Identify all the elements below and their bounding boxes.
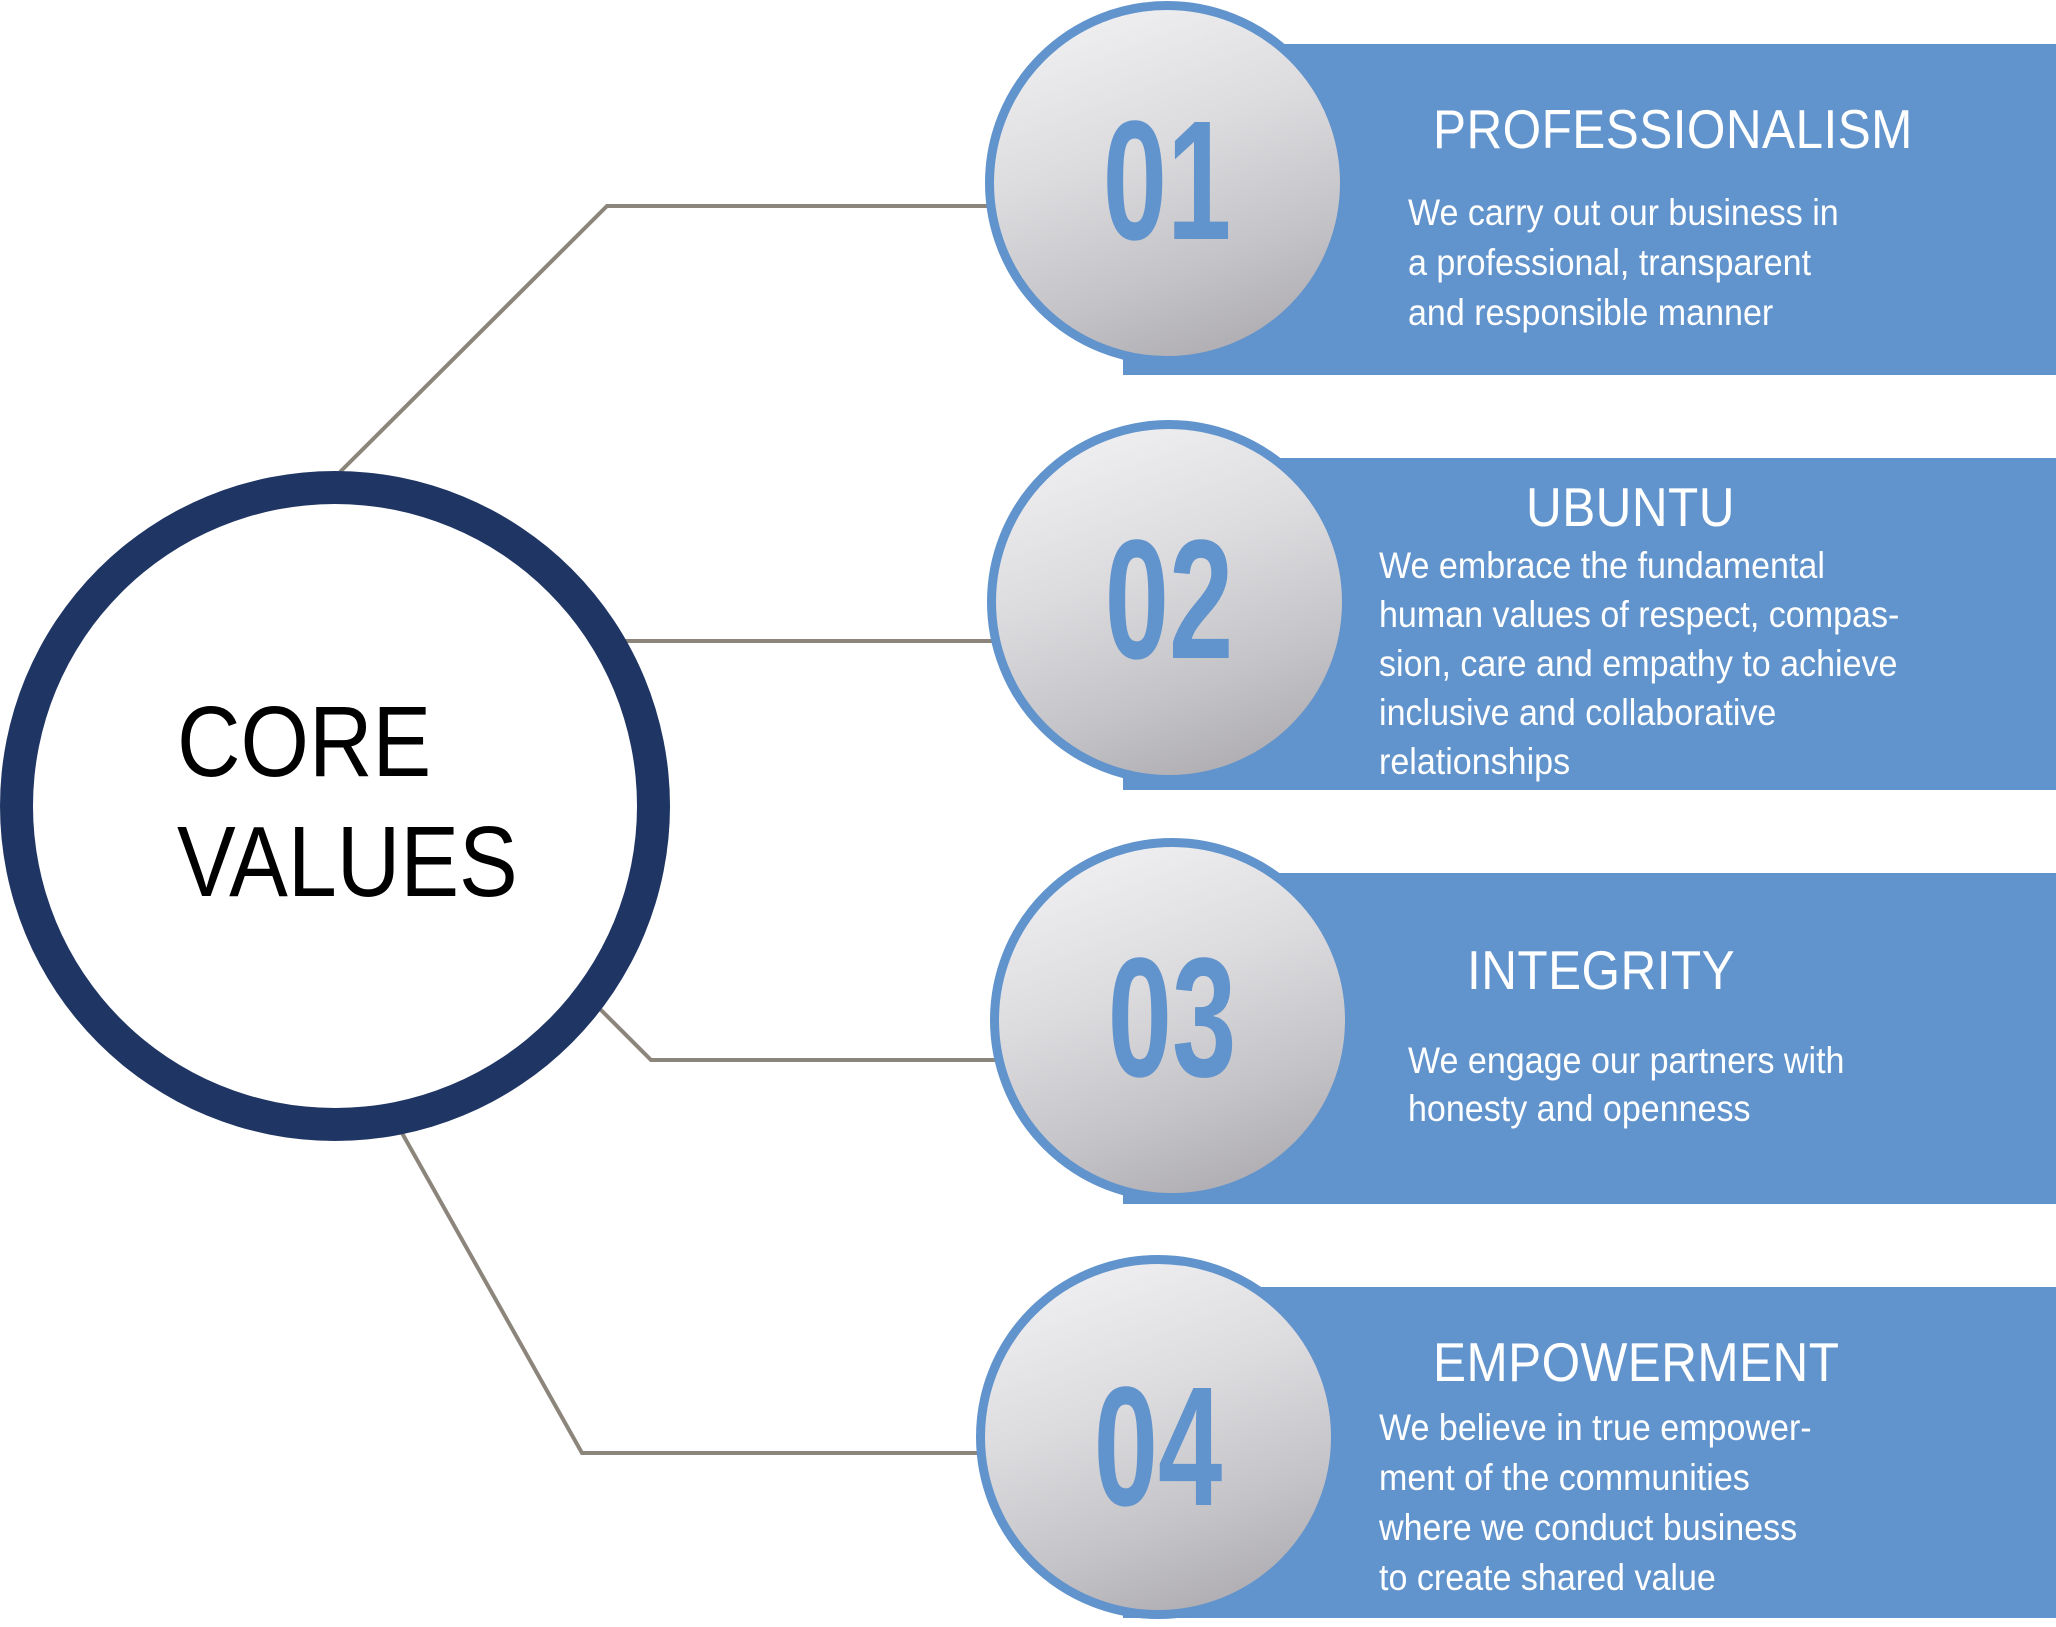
connector-line-03 bbox=[597, 1006, 996, 1062]
connector-line-04 bbox=[400, 1132, 981, 1455]
value-description-line: human values of respect, compas- bbox=[1379, 594, 1900, 635]
value-description-line: We engage our partners with bbox=[1408, 1040, 1845, 1081]
core-values-title-line1: CORE bbox=[177, 686, 432, 798]
number-label-03: 03 bbox=[1107, 923, 1237, 1113]
value-description-line: where we conduct business bbox=[1379, 1507, 1798, 1548]
value-description-line: and responsible manner bbox=[1408, 292, 1774, 333]
value-title-professionalism: PROFESSIONALISM bbox=[1433, 98, 1913, 160]
core-values-circle-inner bbox=[33, 504, 637, 1108]
connector-line-01 bbox=[338, 204, 990, 474]
value-description-line: We embrace the fundamental bbox=[1379, 545, 1825, 586]
value-description-line: ment of the communities bbox=[1379, 1457, 1750, 1498]
core-values-title-line2: VALUES bbox=[177, 806, 518, 918]
number-circle-03: 03 bbox=[990, 838, 1354, 1202]
number-label-01: 01 bbox=[1102, 86, 1232, 276]
value-title-empowerment: EMPOWERMENT bbox=[1433, 1331, 1840, 1393]
value-description-line: We believe in true empower- bbox=[1379, 1407, 1812, 1448]
number-circle-04: 04 bbox=[976, 1255, 1340, 1619]
value-description-line: to create shared value bbox=[1379, 1557, 1716, 1598]
value-description-line: inclusive and collaborative bbox=[1379, 692, 1777, 733]
value-description-line: relationships bbox=[1379, 741, 1571, 782]
value-description-line: We carry out our business in bbox=[1408, 192, 1839, 233]
value-title-ubuntu: UBUNTU bbox=[1526, 476, 1735, 538]
value-title-integrity: INTEGRITY bbox=[1467, 939, 1736, 1001]
number-label-02: 02 bbox=[1104, 505, 1234, 695]
value-description-line: honesty and openness bbox=[1408, 1088, 1751, 1129]
value-description-line: sion, care and empathy to achieve bbox=[1379, 643, 1898, 684]
number-circle-02: 02 bbox=[987, 420, 1351, 784]
value-description-line: a professional, transparent bbox=[1408, 242, 1812, 283]
number-circle-01: 01 bbox=[985, 1, 1349, 365]
number-label-04: 04 bbox=[1093, 1352, 1223, 1542]
core-values-circle bbox=[0, 471, 670, 1141]
